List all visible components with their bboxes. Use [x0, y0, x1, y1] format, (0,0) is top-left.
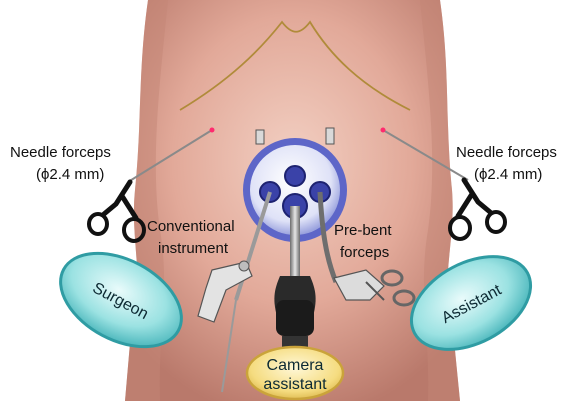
- needle-right-handle: [450, 180, 505, 239]
- camera-label-line2: assistant: [263, 376, 327, 393]
- camera-assistant-oval: Camera assistant: [247, 347, 343, 399]
- camera-label-line1: Camera: [267, 357, 324, 374]
- conventional-instrument-label-2: instrument: [158, 240, 228, 258]
- needle-left-tip: [210, 128, 215, 133]
- needle-forceps-right-size: (ϕ2.4 mm): [474, 166, 542, 184]
- prebent-forceps-label-2: forceps: [340, 244, 389, 262]
- prebent-forceps-label-1: Pre-bent: [334, 222, 392, 240]
- needle-forceps-right-label: Needle forceps: [456, 144, 557, 162]
- needle-right-tip: [381, 128, 386, 133]
- conventional-instrument-label-1: Conventional: [147, 218, 235, 236]
- needle-forceps-left-label: Needle forceps: [10, 144, 111, 162]
- needle-forceps-left-size: (ϕ2.4 mm): [36, 166, 104, 184]
